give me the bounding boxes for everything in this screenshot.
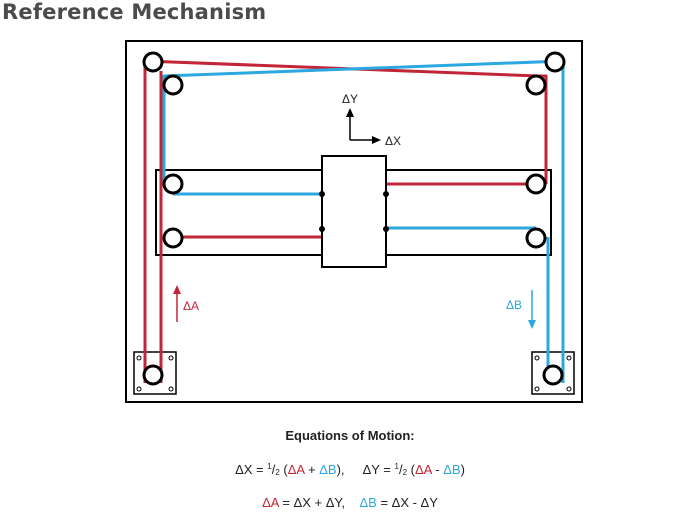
motor-pulley-right (542, 364, 564, 386)
eq1-dy-open: ( (407, 462, 415, 477)
eq1-dx-a: ΔA (287, 462, 305, 477)
eq1-dy-close: ) (460, 462, 465, 477)
equation-line-1: ΔX = 1/2 (ΔA + ΔB), ΔY = 1/2 (ΔA - ΔB) (235, 462, 465, 477)
eq1-dy-b: ΔB (443, 462, 461, 477)
page-title: Reference Mechanism (2, 0, 267, 24)
pulley-gantry-right-bottom (525, 227, 547, 249)
eq1-dx-lhs: ΔX = (235, 462, 268, 477)
pulley-gantry-right-top (525, 173, 547, 195)
eq2-a-rhs: = ΔX + ΔY, (278, 495, 346, 510)
delta-x-label: ΔX (385, 134, 401, 148)
eq1-dx-close: ), (336, 462, 345, 477)
delta-a-arrow (173, 285, 181, 322)
eq1-dx-den: 2 (275, 468, 280, 477)
delta-y-label: ΔY (342, 92, 358, 106)
equation-line-2: ΔA = ΔX + ΔY, ΔB = ΔX - ΔY (0, 495, 700, 510)
motor-pulley-left (142, 364, 164, 386)
eq1-dx-b: ΔB (319, 462, 337, 477)
motor-mount-left (133, 351, 177, 395)
delta-b-arrow (528, 290, 536, 329)
delta-b-label: ΔB (506, 298, 522, 312)
pulley-top-left-outer (142, 51, 164, 73)
eq2-b-rhs: = ΔX - ΔY (376, 495, 438, 510)
eq2-a: ΔA (262, 495, 279, 510)
eq1-dx-num: 1 (267, 462, 272, 471)
pulley-top-right-outer (544, 51, 566, 73)
axis-arrows (346, 108, 381, 144)
motor-mount-right (531, 351, 575, 395)
eq2-b: ΔB (359, 495, 377, 510)
carriage (321, 155, 387, 268)
belt-b (162, 59, 565, 383)
eq1-dy-a: ΔA (415, 462, 432, 477)
frame (125, 40, 583, 403)
eq1-dy-den: 2 (402, 468, 408, 477)
eq1-dx-plus: + (304, 462, 320, 477)
delta-a-label: ΔA (183, 299, 199, 313)
eq1-dy-lhs: ΔY = (362, 462, 395, 477)
pulley-gantry-left-bottom (162, 227, 184, 249)
eq1-dy-num: 1 (394, 462, 399, 471)
pulley-top-left-inner (162, 74, 184, 96)
eq1-dy-minus: - (431, 462, 444, 477)
pulley-gantry-left-top (162, 173, 184, 195)
pulley-top-right-inner (525, 74, 547, 96)
equations-title: Equations of Motion: (285, 428, 415, 443)
eq1-dx-open: ( (279, 462, 288, 477)
